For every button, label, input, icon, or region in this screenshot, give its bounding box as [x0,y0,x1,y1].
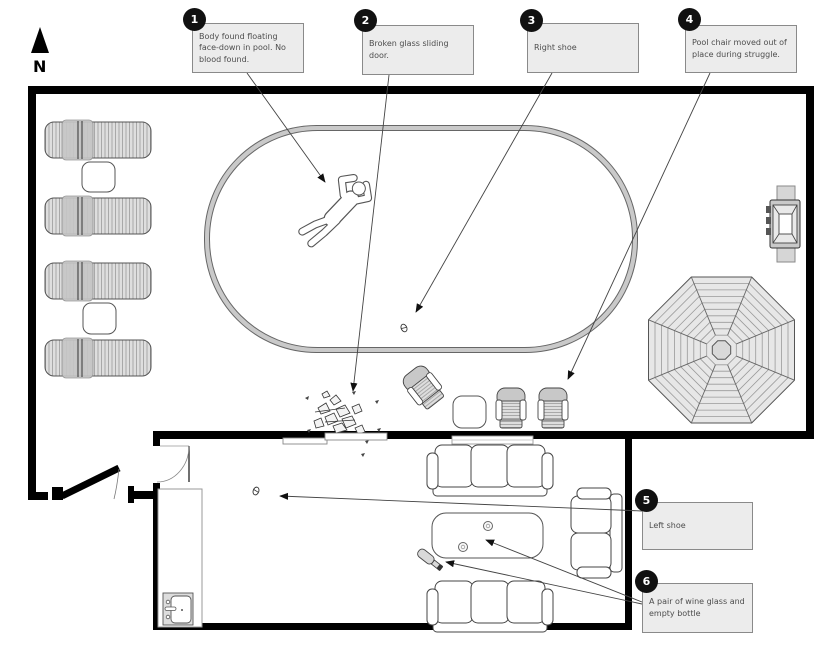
window [451,435,534,445]
gate [28,464,155,503]
outer-walls [28,86,814,500]
callout-text: Broken glass sliding door. [369,39,449,60]
room-walls [153,439,632,630]
wine-glass-1 [483,521,493,531]
callout-number: 2 [361,14,370,27]
callout-badge-5: 5 [635,489,658,512]
callout-text: A pair of wine glass and empty bottle [649,597,745,618]
compass-label: N [33,57,46,76]
callout-badge-1: 1 [183,8,206,31]
pool-lounger-4 [44,337,152,379]
wine-glass-2 [458,542,468,552]
callout-badge-3: 3 [520,9,543,32]
pool-chair-tilted [398,361,448,413]
callout-number: 1 [190,13,199,26]
grill [766,185,801,263]
leader-line-6a [485,539,643,603]
leader-line-6b [445,560,643,605]
callout-5: Left shoe [642,502,753,550]
leader-line-1 [246,72,326,183]
sofa-top [426,444,554,497]
pool-chair-2 [537,387,569,429]
body-head [351,181,366,196]
callout-text: Right shoe [534,43,577,53]
gate-swing-arc [113,468,120,500]
left-shoe [251,485,261,497]
sofa-right [570,487,623,579]
sink [162,592,194,626]
callout-number: 3 [527,14,536,27]
north-arrow-icon: N [31,27,49,76]
patio-table [452,395,487,429]
callout-text: Body found floating face-down in pool. N… [199,31,286,64]
callout-number: 6 [642,575,651,588]
leader-line-3 [415,72,553,313]
body-outline [298,173,373,248]
broken-glass [305,390,381,457]
callout-badge-6: 6 [635,570,658,593]
callout-text: Left shoe [649,521,686,531]
swimming-pool [204,125,638,353]
callout-badge-4: 4 [678,8,701,31]
callout-number: 4 [685,13,694,26]
callout-3: Right shoe [527,23,639,73]
sliding-door [282,432,388,445]
side-table-2 [82,302,117,335]
leader-line-2 [350,74,390,392]
callout-1: Body found floating face-down in pool. N… [192,23,304,73]
leader-lines [246,72,711,605]
patio-umbrella [648,276,795,424]
leader-line-4 [567,72,711,380]
leader-line-5 [279,492,643,512]
pool-lounger-3 [44,260,152,302]
callout-2: Broken glass sliding door. [362,25,474,75]
wine-bottle [417,548,444,571]
callout-4: Pool chair moved out of place during str… [685,25,797,73]
callout-6: A pair of wine glass and empty bottle [642,583,753,633]
sofa-bottom [426,580,554,633]
pool-chair-1 [495,387,527,429]
pool-lounger-2 [44,195,152,237]
pool-lounger-1 [44,119,152,161]
interior-door [156,445,190,483]
callout-number: 5 [642,494,651,507]
callout-badge-2: 2 [354,9,377,32]
coffee-table [431,512,544,559]
callout-text: Pool chair moved out of place during str… [692,38,787,59]
side-table-1 [81,161,116,193]
